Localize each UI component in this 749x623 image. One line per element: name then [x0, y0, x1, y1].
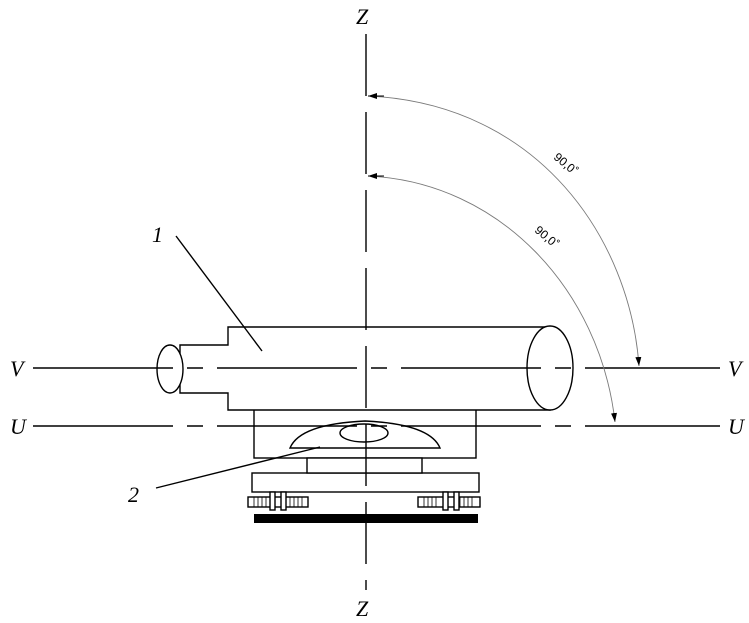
angle-arc-inner	[367, 175, 617, 423]
axis-label-v-left: V	[10, 356, 26, 381]
angle-label-outer: 90,0˚	[551, 150, 581, 178]
screw-knurling	[253, 497, 473, 507]
axis-label-u-left: U	[10, 414, 28, 439]
axis-label-z-bottom: Z	[356, 596, 369, 621]
screw-stem-left-a	[269, 491, 276, 511]
callout-leader-2	[155, 446, 321, 489]
callout-number-1: 1	[152, 222, 163, 247]
axis-label-v-right: V	[728, 356, 744, 381]
axis-label-z-top: Z	[356, 4, 369, 29]
screw-stem-right-a	[442, 491, 449, 511]
callout-leader-1	[175, 235, 263, 352]
callout-number-2: 2	[128, 482, 139, 507]
leveling-screw-right	[417, 496, 481, 508]
screw-stem-left-b	[280, 491, 287, 511]
axis-label-u-right: U	[728, 414, 746, 439]
screw-stem-right-b	[453, 491, 460, 511]
telescope-eyepiece	[156, 344, 184, 394]
level-bubble	[339, 423, 389, 443]
leveling-screw-left	[247, 496, 309, 508]
angle-label-inner: 90,0˚	[532, 223, 562, 251]
angle-arc-outer	[367, 95, 642, 367]
base-assembly	[247, 472, 481, 523]
vial-support	[306, 457, 423, 474]
